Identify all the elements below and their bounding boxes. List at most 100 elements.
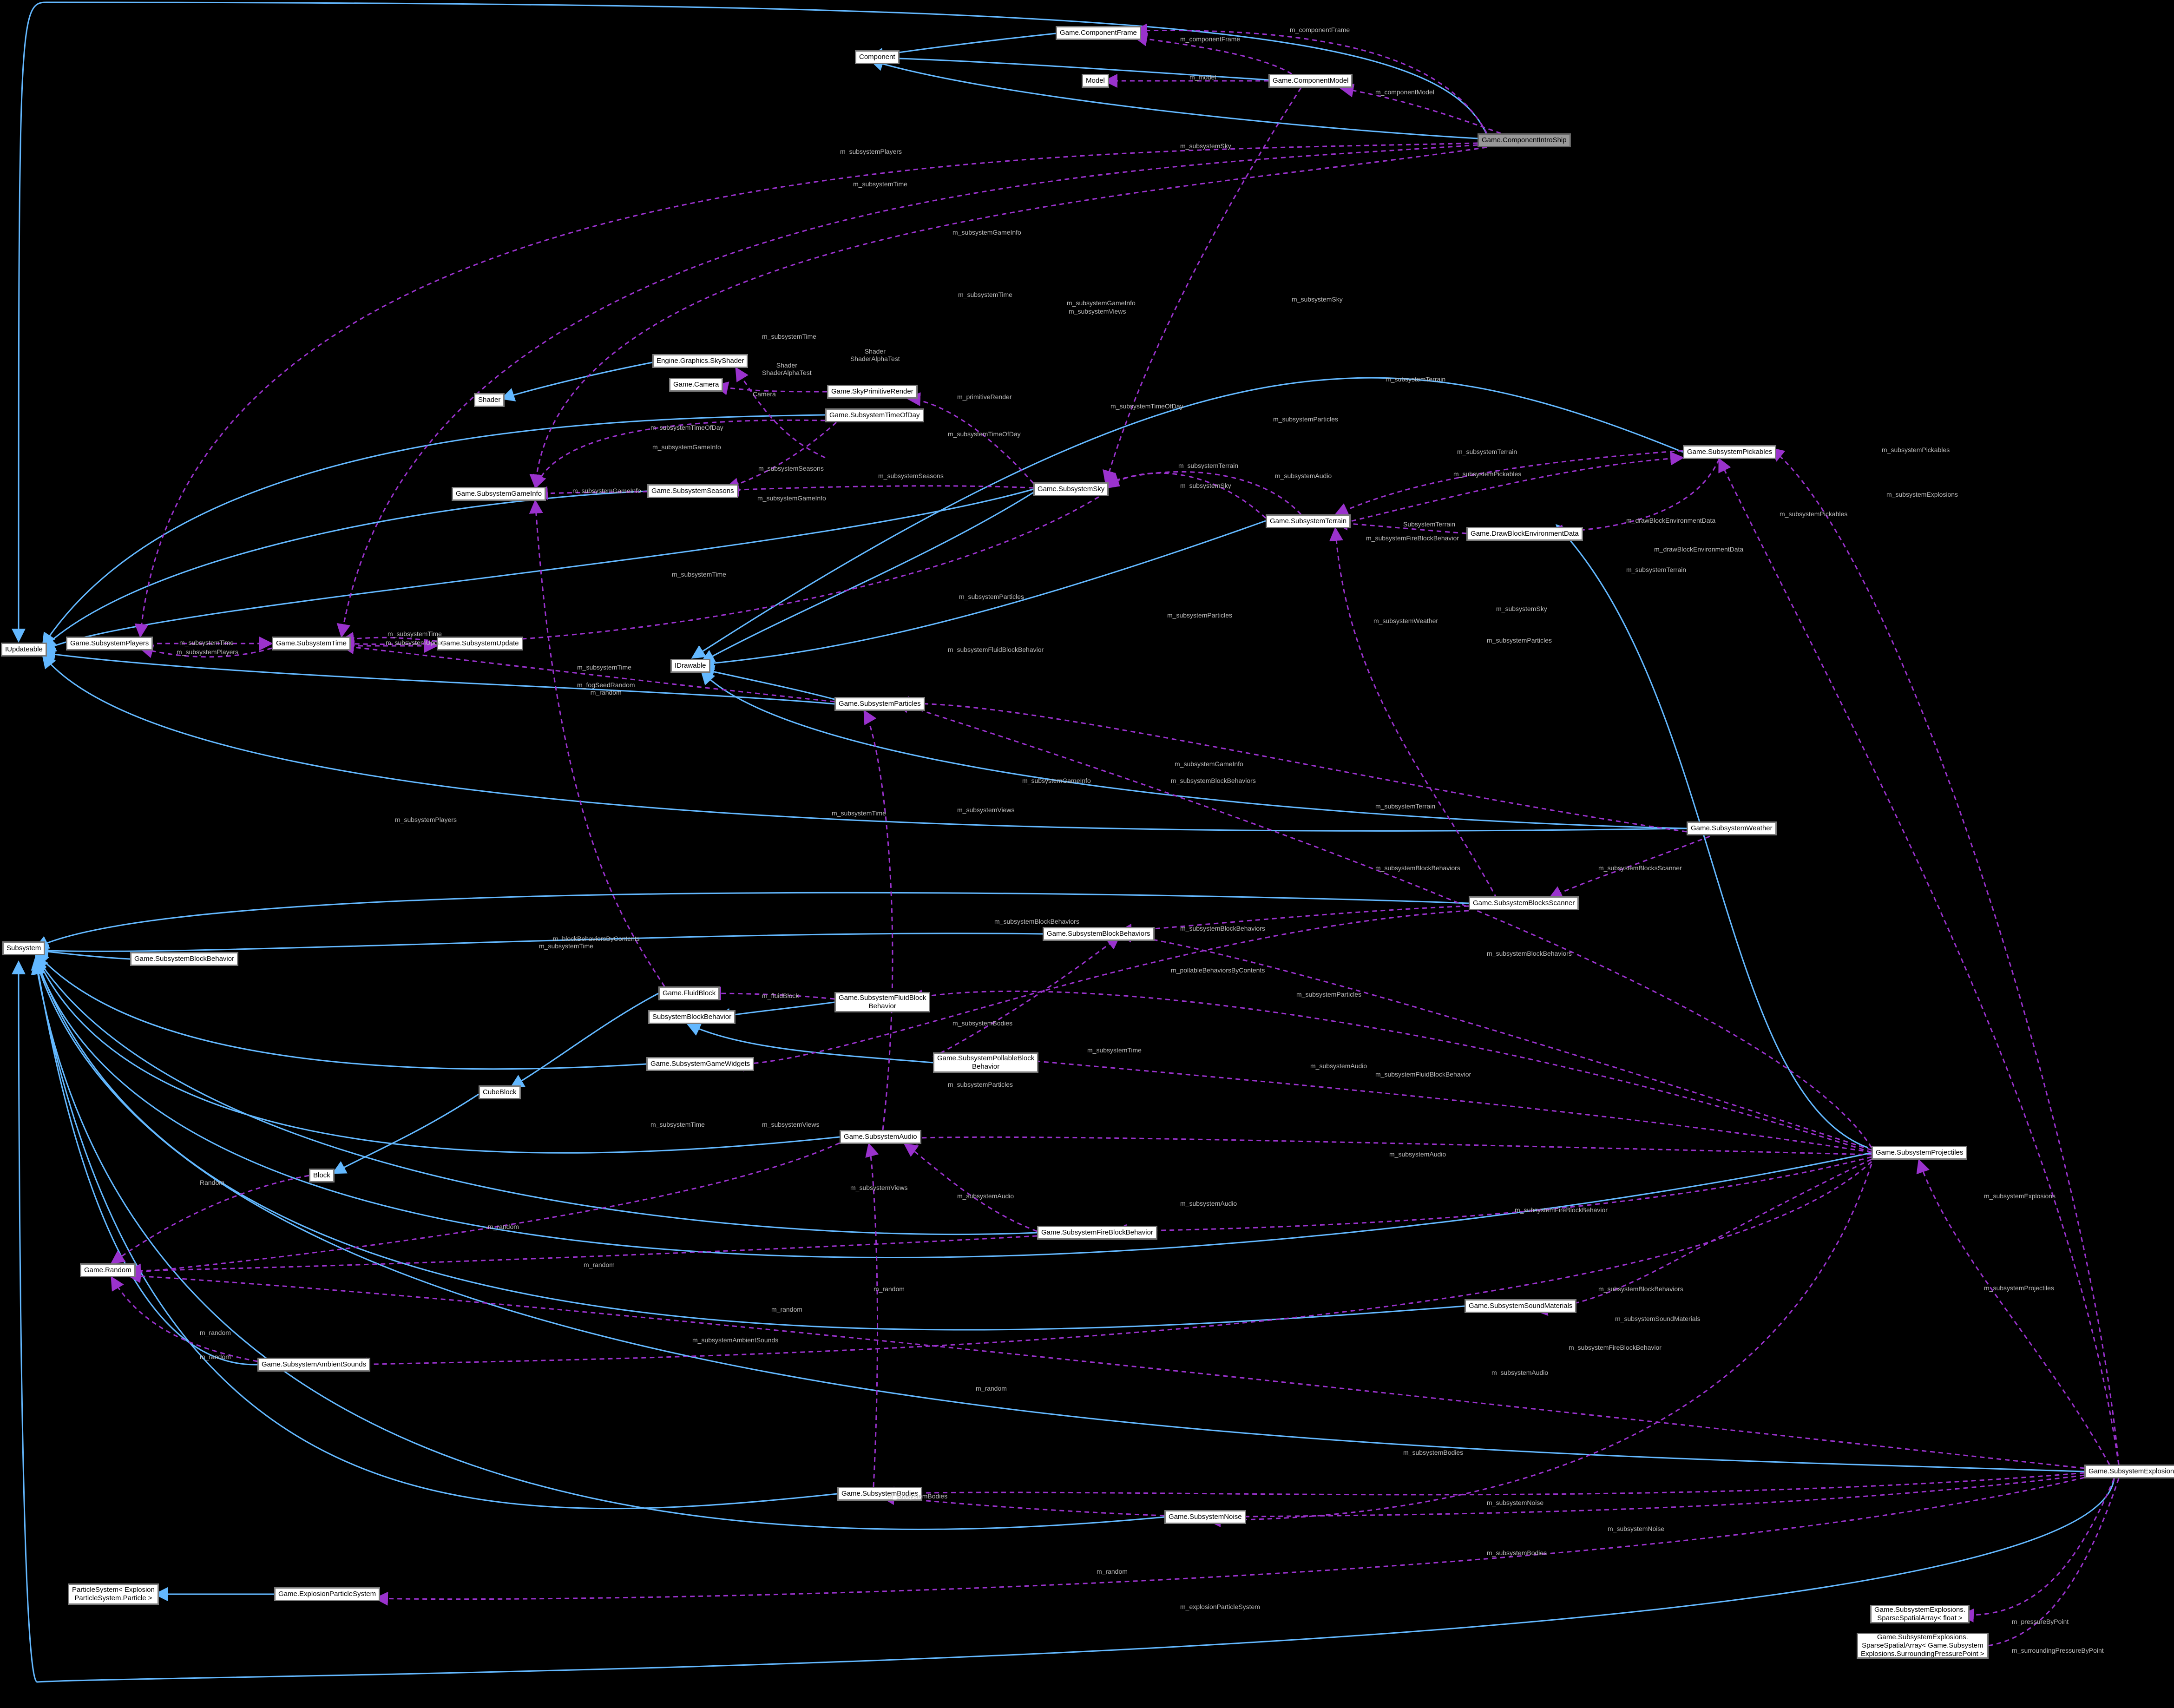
class-node[interactable]: Game.SubsystemExplosions. SparseSpatialA… [1870,1605,1970,1623]
class-node[interactable]: Game.SubsystemParticles [834,697,925,711]
edge-label: m_subsystemTerrain [1457,448,1517,455]
edge-label: m_subsystemTime [832,809,886,817]
class-node[interactable]: Game.SubsystemTerrain [1266,514,1351,528]
edge-label: m_blockBehaviorsByContents [553,935,640,942]
edge-label: m_subsystemTime [1087,1046,1142,1054]
class-node[interactable]: Component [855,50,900,64]
class-node[interactable]: Block [309,1169,335,1182]
class-node[interactable]: Game.SubsystemExplosions. SparseSpatialA… [1857,1633,1989,1659]
edge-label: m_subsystemBlockBehaviors [994,918,1079,925]
class-node[interactable]: Game.SubsystemFireBlockBehavior [1037,1226,1157,1240]
class-node[interactable]: Shader [474,393,505,407]
class-node[interactable]: IDrawable [670,659,710,673]
edge-label: m_subsystemGameInfo [1175,760,1243,768]
edge-label: m_random [584,1261,615,1268]
edge-label: m_pollableBehaviorsByContents [1171,966,1265,974]
class-node[interactable]: CubeBlock [479,1085,521,1099]
edge-label: m_subsystemSeasons [758,465,824,472]
class-node[interactable]: Game.DrawBlockEnvironmentData [1466,527,1583,541]
class-node[interactable]: Game.ComponentIntroShip [1478,133,1571,147]
class-node[interactable]: Game.SkyPrimitiveRender [827,385,918,399]
edge-label: m_subsystemTerrain [1375,802,1436,810]
edge-label: m_subsystemSky [1292,296,1343,303]
class-node[interactable]: Game.SubsystemUpdate [437,637,523,650]
edge-label: m_random [488,1223,519,1230]
edge-label: m_subsystemGameInfo [572,487,641,494]
class-node[interactable]: Game.Random [80,1263,136,1277]
edge-label: m_subsystemBodies [952,1019,1013,1027]
class-node[interactable]: Game.SubsystemFluidBlock Behavior [834,992,931,1012]
class-node[interactable]: Game.SubsystemSky [1033,482,1109,496]
edge-label: m_subsystemFireBlockBehavior [1366,534,1459,542]
class-node[interactable]: Game.SubsystemBlockBehaviors [1043,927,1155,941]
edge-label: m_subsystemBlockBehaviors [1171,777,1256,784]
class-node[interactable]: Game.SubsystemBlocksScanner [1469,896,1579,910]
edge-label: m_random [1097,1568,1128,1575]
edge-label: m_subsystemWeather [1373,617,1438,624]
class-node[interactable]: Game.SubsystemGameWidgets [646,1057,755,1071]
class-node[interactable]: Game.SubsystemPollableBlock Behavior [933,1052,1039,1073]
class-node[interactable]: Game.ExplosionParticleSystem [274,1587,381,1601]
class-node[interactable]: ParticleSystem< Explosion ParticleSystem… [68,1583,159,1605]
edge-label: m_subsystemBodies [1487,1549,1547,1557]
class-node[interactable]: Game.SubsystemTime [272,637,351,650]
edge-label: m_subsystemPlayers [177,648,239,656]
edge-label: Shader ShaderAlphaTest [762,361,812,376]
class-node[interactable]: Game.SubsystemBodies [837,1487,923,1501]
edge-label: m_subsystemParticles [948,1081,1013,1088]
class-node[interactable]: IUpdateable [1,643,47,657]
edge-label: m_subsystemBlockBehaviors [1180,925,1265,932]
class-node[interactable]: Game.SubsystemNoise [1164,1510,1246,1524]
class-node[interactable]: Game.SubsystemTimeOfDay [825,408,924,422]
class-node[interactable]: Game.ComponentModel [1268,74,1353,88]
class-node[interactable]: Game.SubsystemSeasons [647,484,738,498]
class-node[interactable]: Subsystem [2,941,46,955]
edge-label: m_random [976,1385,1007,1392]
edge-label: m_subsystemParticles [1296,991,1362,998]
edge-label: m_random [874,1285,905,1293]
edge-label: m_subsystemPlayers [840,148,902,155]
edge-label: m_subsystemViews [957,806,1015,814]
edge-label: m_explosionParticleSystem [1180,1603,1260,1610]
class-node[interactable]: Game.SubsystemBlockBehavior [130,952,239,966]
edge-label: m_subsystemGameInfo [1022,777,1091,784]
class-node[interactable]: Game.SubsystemWeather [1687,821,1777,835]
class-node[interactable]: Game.SubsystemSoundMaterials [1465,1299,1577,1313]
class-node[interactable]: Game.SubsystemGameInfo [452,487,546,501]
class-node[interactable]: Engine.Graphics.SkyShader [652,354,749,368]
edge-label: m_subsystemGameInfo [652,443,721,451]
edge-label: Camera [753,390,776,398]
edge-label: m_subsystemTime [762,333,816,340]
edge-label: m_model [1189,73,1216,81]
edge-label: m_subsystemTimeOfDay [650,424,723,431]
class-node[interactable]: Game.Camera [669,378,723,392]
edge-label: m_subsystemTime [853,180,907,188]
edge-label: m_subsystemFluidBlockBehavior [1375,1071,1471,1078]
edge-label: m_random [771,1306,802,1313]
class-node[interactable]: Model [1082,74,1109,88]
edge-label: m_subsystemBlockBehaviors [1598,1285,1683,1293]
edge-label: m_subsystemTimeOfDay [948,430,1021,438]
edge-label: m_subsystemParticles [959,593,1025,600]
class-node[interactable]: Game.SubsystemProjectiles [1872,1146,1968,1160]
edge-label: m_surroundingPressureByPoint [2012,1647,2104,1654]
edge-label: m_subsystemTime [388,630,442,637]
class-node[interactable]: Game.SubsystemPlayers [66,637,153,650]
edge-label: m_subsystemFluidBlockBehavior [948,646,1044,653]
class-node[interactable]: Game.ComponentFrame [1056,26,1141,40]
edge-label: m_subsystemTerrain [1386,375,1446,383]
edge-label: m_subsystemTime [672,571,726,578]
class-node[interactable]: Game.SubsystemPickables [1683,445,1777,459]
edge-label: m_subsystemAudio [1310,1062,1367,1070]
class-node[interactable]: Game.FluidBlock [658,986,720,1000]
edge-label: m_subsystemSky [1496,605,1547,612]
edge-label: m_subsystemSoundMaterials [1615,1315,1701,1322]
edge-label: m_subsystemAudio [1389,1150,1446,1158]
edge-label: m_random [200,1329,231,1336]
edge-label: m_subsystemExplosions [1886,491,1958,498]
class-node[interactable]: Game.SubsystemExplosions [2084,1465,2174,1478]
class-node[interactable]: SubsystemBlockBehavior [648,1010,736,1024]
class-node[interactable]: Game.SubsystemAudio [840,1130,921,1144]
class-node[interactable]: Game.SubsystemAmbientSounds [257,1358,371,1372]
edge-label: SubsystemTerrain [1403,520,1456,528]
